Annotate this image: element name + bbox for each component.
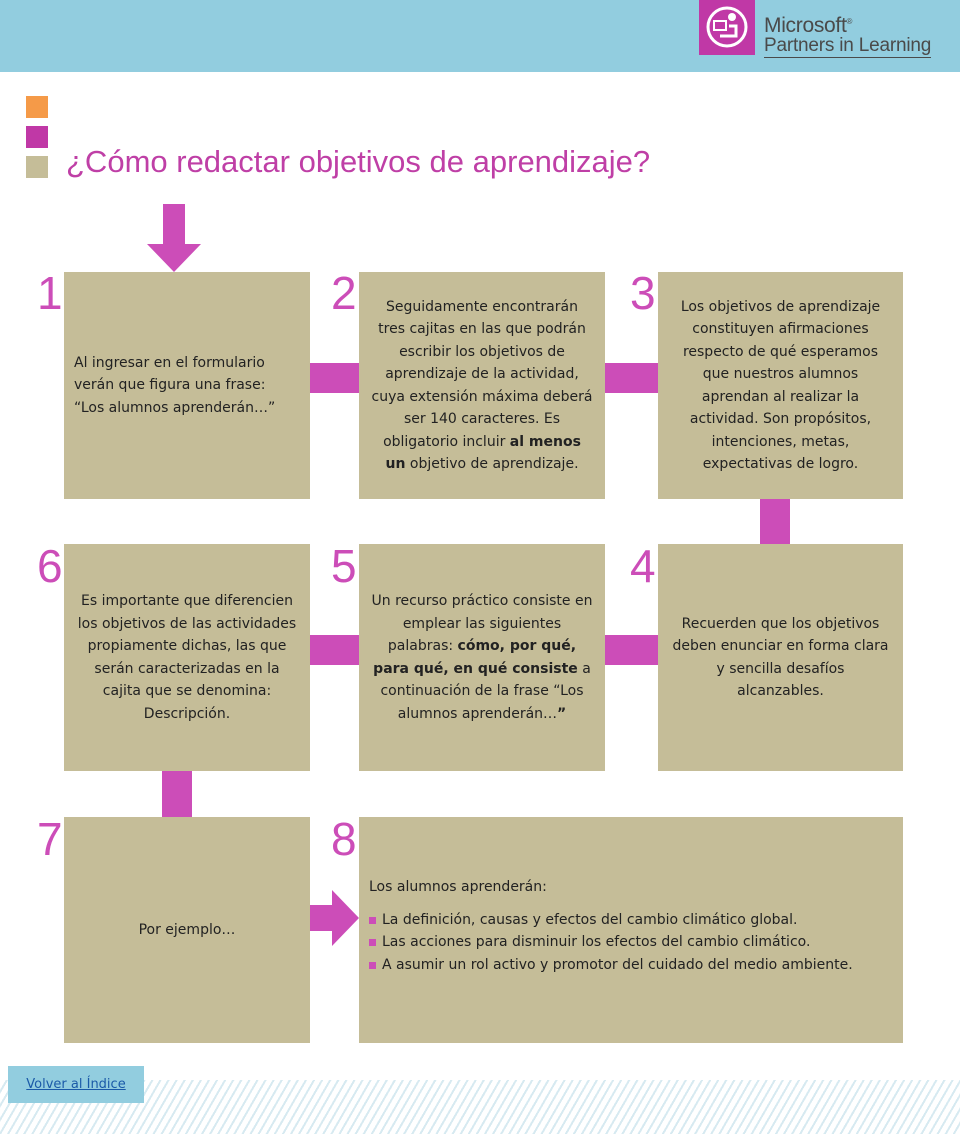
partners-logo xyxy=(699,0,755,55)
step-text-5-quote: ” xyxy=(557,705,567,722)
logo-wordmark: Microsoft® Partners in Learning xyxy=(764,12,931,58)
step-box-6: Es importante que diferencien los objeti… xyxy=(64,544,310,771)
step-text-2-bold: al menos un xyxy=(385,433,581,473)
footer-hatch xyxy=(0,1080,960,1134)
header-bar xyxy=(0,0,960,72)
step-box-2: Seguidamente encontrarán tres cajitas en… xyxy=(359,272,605,499)
right-arrow-icon xyxy=(310,890,359,946)
step-number-5: 5 xyxy=(331,540,357,592)
step-text-7: Por ejemplo… xyxy=(138,921,236,938)
magenta-square xyxy=(26,126,48,148)
step-box-3: Los objetivos de aprendizaje constituyen… xyxy=(658,272,903,499)
page-title: ¿Cómo redactar objetivos de aprendizaje? xyxy=(66,144,651,179)
step-content-8: Los alumnos aprenderán: La definición, c… xyxy=(369,876,853,976)
connector-4-5 xyxy=(605,635,658,665)
step-text-2-a: Seguidamente encontrarán tres cajitas en… xyxy=(371,298,593,450)
step-text-2: Seguidamente encontrarán tres cajitas en… xyxy=(371,296,593,476)
connector-6-7 xyxy=(162,771,192,817)
reader-icon xyxy=(706,6,748,48)
step-text-2-b: objetivo de aprendizaje. xyxy=(405,456,579,472)
connector-2-3 xyxy=(605,363,658,393)
logo-microsoft: Microsoft xyxy=(764,14,847,37)
step-number-8: 8 xyxy=(331,813,357,865)
logo-tm: ® xyxy=(846,17,853,26)
connector-1-2 xyxy=(310,363,359,393)
step-box-7: Por ejemplo… xyxy=(64,817,310,1043)
back-to-index-link[interactable]: Volver al Índice xyxy=(26,1077,126,1092)
step-number-2: 2 xyxy=(331,267,357,319)
step-text-5: Un recurso práctico consiste en emplear … xyxy=(371,590,593,725)
step-text-4: Recuerden que los objetivos deben enunci… xyxy=(672,615,889,700)
step-box-1: Al ingresar en el formulario verán que f… xyxy=(64,272,310,499)
step-number-4: 4 xyxy=(630,540,656,592)
step-number-6: 6 xyxy=(37,540,63,592)
step-number-7: 7 xyxy=(37,813,63,865)
step-text-5-a: Un recurso práctico consiste en emplear … xyxy=(371,593,593,654)
logo-partners: Partners in Learning xyxy=(764,35,932,58)
back-to-index-button[interactable]: Volver al Índice xyxy=(8,1066,144,1103)
step-text-3: Los objetivos de aprendizaje constituyen… xyxy=(680,298,881,473)
step-box-5: Un recurso práctico consiste en emplear … xyxy=(359,544,605,771)
step-box-8: Los alumnos aprenderán: La definición, c… xyxy=(359,817,903,1043)
example-list: La definición, causas y efectos del camb… xyxy=(369,909,853,977)
list-item: Las acciones para disminuir los efectos … xyxy=(369,931,853,954)
list-item: La definición, causas y efectos del camb… xyxy=(369,909,853,932)
step-text-6: Es importante que diferencien los objeti… xyxy=(77,593,297,722)
orange-square xyxy=(26,96,48,118)
list-item: A asumir un rol activo y promotor del cu… xyxy=(369,954,853,977)
tan-square xyxy=(26,156,48,178)
step-intro-8: Los alumnos aprenderán: xyxy=(369,879,547,895)
step-text-5-b: a continuación de la frase “Los alumnos … xyxy=(380,660,591,722)
step-box-4: Recuerden que los objetivos deben enunci… xyxy=(658,544,903,771)
step-text-1: Al ingresar en el formulario verán que f… xyxy=(74,354,276,416)
step-text-5-bold: cómo, por qué, para qué, en qué consiste xyxy=(373,638,578,677)
step-number-3: 3 xyxy=(630,267,656,319)
connector-3-4 xyxy=(760,499,790,544)
step-number-1: 1 xyxy=(37,267,63,319)
connector-5-6 xyxy=(310,635,359,665)
start-down-arrow-icon xyxy=(147,204,201,272)
